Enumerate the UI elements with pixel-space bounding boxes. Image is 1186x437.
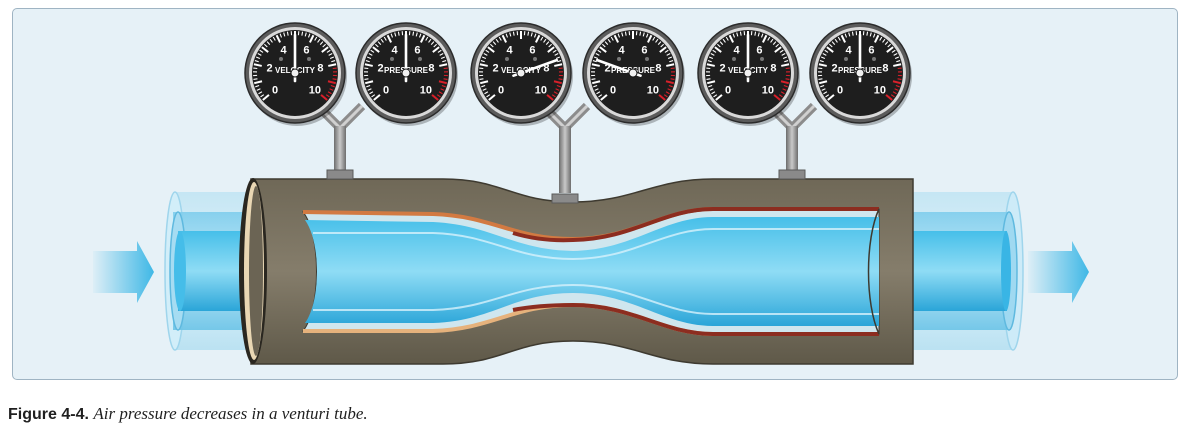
minor-tick — [625, 32, 626, 36]
inflow-arrow — [93, 241, 154, 303]
minor-tick — [640, 32, 641, 36]
scale-label: 6 — [756, 45, 762, 57]
scale-label: 0 — [383, 85, 389, 97]
scale-label: 2 — [378, 63, 384, 75]
stem-throat — [543, 106, 587, 203]
velocity-gauge: 0246810VELOCITY — [471, 23, 573, 126]
scale-label: 6 — [868, 45, 874, 57]
scale-label: 2 — [832, 63, 838, 75]
scale-label: 8 — [317, 63, 323, 75]
scale-label: 10 — [647, 85, 659, 97]
minor-tick — [898, 79, 902, 80]
minor-tick — [755, 32, 756, 36]
scale-label: 0 — [272, 85, 278, 97]
minor-tick — [398, 32, 399, 36]
needle-hub — [629, 69, 637, 77]
figure-label: Figure 4-4. — [8, 406, 89, 423]
minor-tick — [706, 79, 710, 80]
venturi-diagram: 0246810VELOCITY0246810PRESSURE0246810VEL… — [13, 9, 1179, 381]
minor-tick — [333, 79, 337, 80]
pressure-gauge: 0246810PRESSURE — [810, 23, 912, 126]
diagram-panel: 0246810VELOCITY0246810PRESSURE0246810VEL… — [12, 8, 1178, 380]
scale-label: 2 — [493, 63, 499, 75]
minor-tick — [852, 32, 853, 36]
minor-tick — [671, 79, 675, 80]
scale-label: 4 — [392, 45, 399, 57]
minor-tick — [559, 79, 563, 80]
caption-text: Air pressure decreases in a venturi tube… — [93, 404, 367, 423]
scale-label: 8 — [428, 63, 434, 75]
figure-caption: Figure 4-4. Air pressure decreases in a … — [8, 404, 368, 424]
velocity-gauge: 0246810VELOCITY — [245, 23, 347, 126]
scale-label: 0 — [725, 85, 731, 97]
scale-label: 6 — [303, 45, 309, 57]
scale-label: 8 — [770, 63, 776, 75]
minor-tick — [302, 32, 303, 36]
scale-label: 10 — [309, 85, 321, 97]
scale-label: 8 — [655, 63, 661, 75]
minor-tick — [818, 79, 822, 80]
outflow-arrow — [1028, 241, 1089, 303]
minor-tick — [253, 79, 257, 80]
minor-tick — [740, 32, 741, 36]
pressure-gauge: 0246810PRESSURE — [583, 23, 685, 126]
scale-label: 6 — [529, 45, 535, 57]
needle-hub — [291, 69, 299, 77]
scale-label: 6 — [641, 45, 647, 57]
scale-label: 0 — [837, 85, 843, 97]
scale-label: 4 — [281, 45, 288, 57]
scale-label: 2 — [267, 63, 273, 75]
scale-label: 0 — [610, 85, 616, 97]
scale-label: 2 — [720, 63, 726, 75]
velocity-gauge: 0246810VELOCITY — [698, 23, 800, 126]
minor-tick — [867, 32, 868, 36]
scale-label: 10 — [762, 85, 774, 97]
scale-label: 0 — [498, 85, 504, 97]
minor-tick — [513, 32, 514, 36]
minor-tick — [528, 32, 529, 36]
minor-tick — [786, 79, 790, 80]
needle-hub — [402, 69, 410, 77]
scale-label: 6 — [414, 45, 420, 57]
pressure-gauge: 0246810PRESSURE — [356, 23, 458, 126]
scale-label: 10 — [874, 85, 886, 97]
minor-tick — [413, 32, 414, 36]
needle-hub — [856, 69, 864, 77]
minor-tick — [287, 32, 288, 36]
scale-label: 8 — [882, 63, 888, 75]
scale-label: 10 — [535, 85, 547, 97]
outlet-pipe — [903, 192, 1023, 350]
scale-label: 4 — [846, 45, 853, 57]
minor-tick — [364, 79, 368, 80]
scale-label: 4 — [507, 45, 514, 57]
needle-hub — [517, 69, 525, 77]
scale-label: 4 — [619, 45, 626, 57]
minor-tick — [591, 79, 595, 80]
minor-tick — [444, 79, 448, 80]
scale-label: 10 — [420, 85, 432, 97]
scale-label: 4 — [734, 45, 741, 57]
minor-tick — [479, 79, 483, 80]
needle-hub — [744, 69, 752, 77]
